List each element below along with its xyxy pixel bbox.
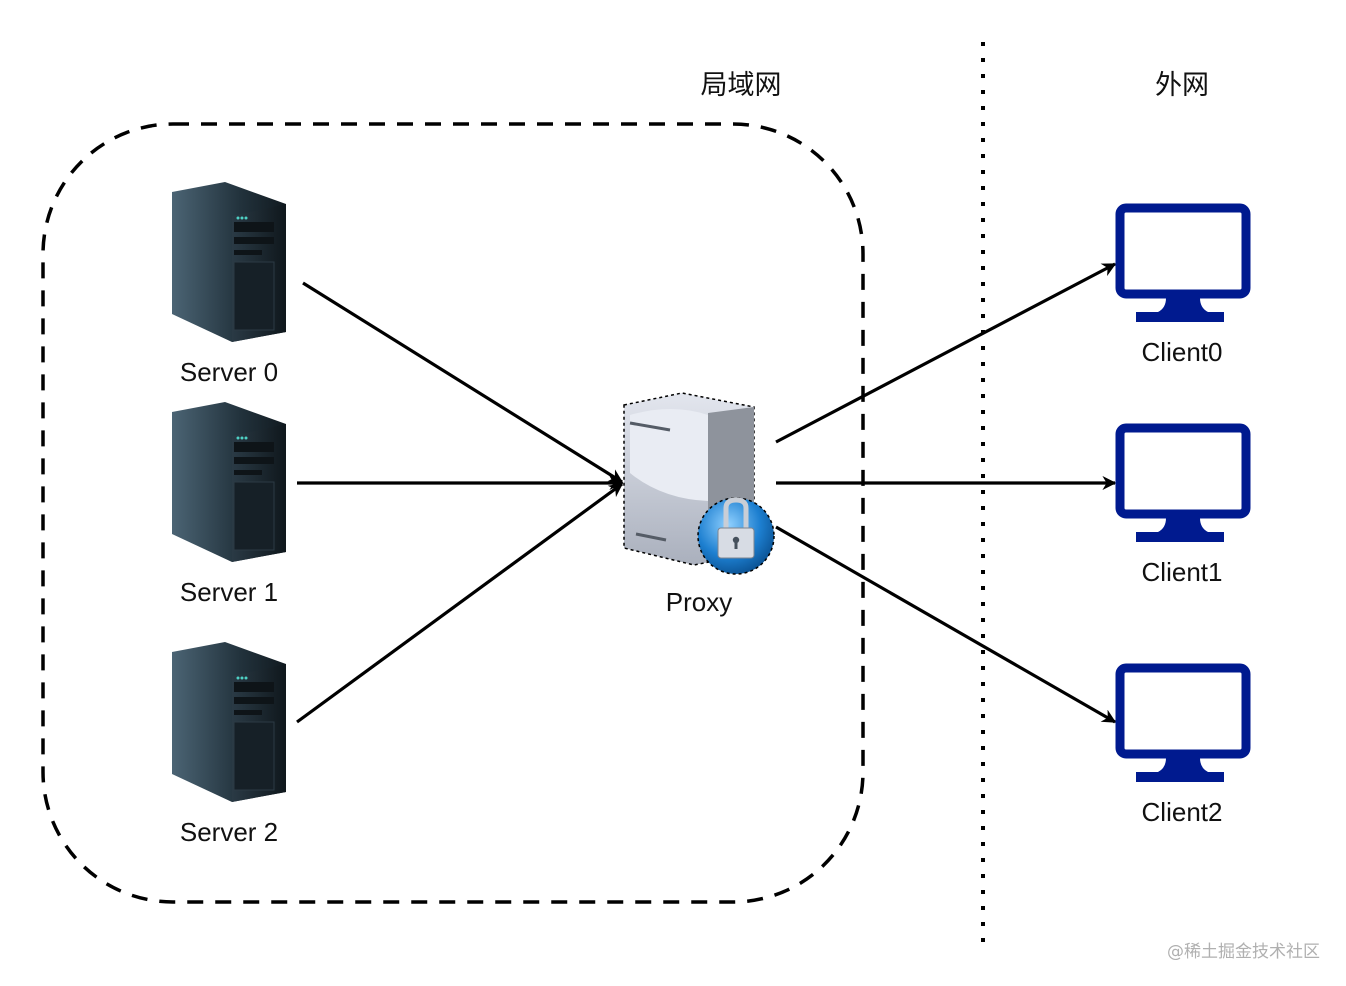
server-tower-icon <box>172 402 286 562</box>
client-label: Client2 <box>1142 797 1223 827</box>
server-tower-icon <box>172 182 286 342</box>
server-node-0[interactable]: Server 0 <box>172 182 286 387</box>
client-node-1[interactable]: Client1 <box>1115 423 1251 587</box>
proxy-label: Proxy <box>666 587 732 617</box>
server-label: Server 0 <box>180 357 278 387</box>
monitor-icon <box>1115 663 1251 782</box>
monitor-icon <box>1115 423 1251 542</box>
client-label: Client1 <box>1142 557 1223 587</box>
edge-server0-proxy <box>302 281 624 484</box>
edge-server2-proxy <box>296 482 624 724</box>
edges <box>296 262 1117 724</box>
lan-zone-label: 局域网 <box>701 70 782 101</box>
edge-proxy-client0 <box>775 262 1117 444</box>
wan-zone-label: 外网 <box>1155 70 1209 101</box>
server-label: Server 1 <box>180 577 278 607</box>
monitor-icon <box>1115 203 1251 322</box>
lock-globe-icon <box>697 497 775 575</box>
server-label: Server 2 <box>180 817 278 847</box>
proxy-node[interactable]: Proxy <box>623 392 775 617</box>
lan-boundary <box>41 122 865 904</box>
server-tower-icon <box>172 642 286 802</box>
client-node-0[interactable]: Client0 <box>1115 203 1251 367</box>
server-node-1[interactable]: Server 1 <box>172 402 286 607</box>
watermark: @稀土掘金技术社区 <box>1167 942 1320 962</box>
client-label: Client0 <box>1142 337 1223 367</box>
server-node-2[interactable]: Server 2 <box>172 642 286 847</box>
client-node-2[interactable]: Client2 <box>1115 663 1251 827</box>
edge-proxy-client2 <box>775 525 1117 724</box>
